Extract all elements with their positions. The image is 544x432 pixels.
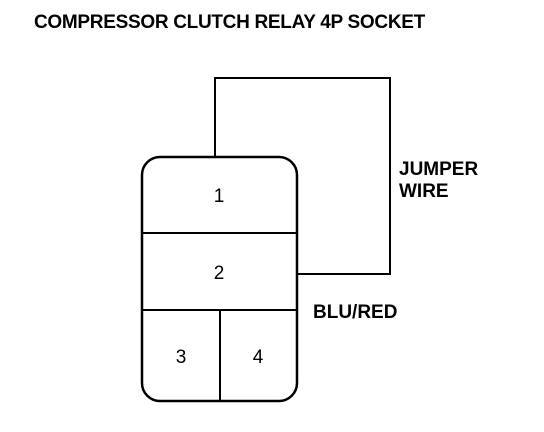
wire-color-label: BLU/RED xyxy=(313,302,397,323)
pin-2-label: 2 xyxy=(214,263,225,284)
jumper-label-line2: WIRE xyxy=(399,181,449,202)
jumper-label-line1: JUMPER xyxy=(399,159,478,180)
pin-4-label: 4 xyxy=(253,347,264,368)
jumper-wire xyxy=(214,77,391,275)
pin-1-label: 1 xyxy=(214,186,225,207)
pin-3-label: 3 xyxy=(176,347,187,368)
diagram-title: COMPRESSOR CLUTCH RELAY 4P SOCKET xyxy=(34,12,425,33)
